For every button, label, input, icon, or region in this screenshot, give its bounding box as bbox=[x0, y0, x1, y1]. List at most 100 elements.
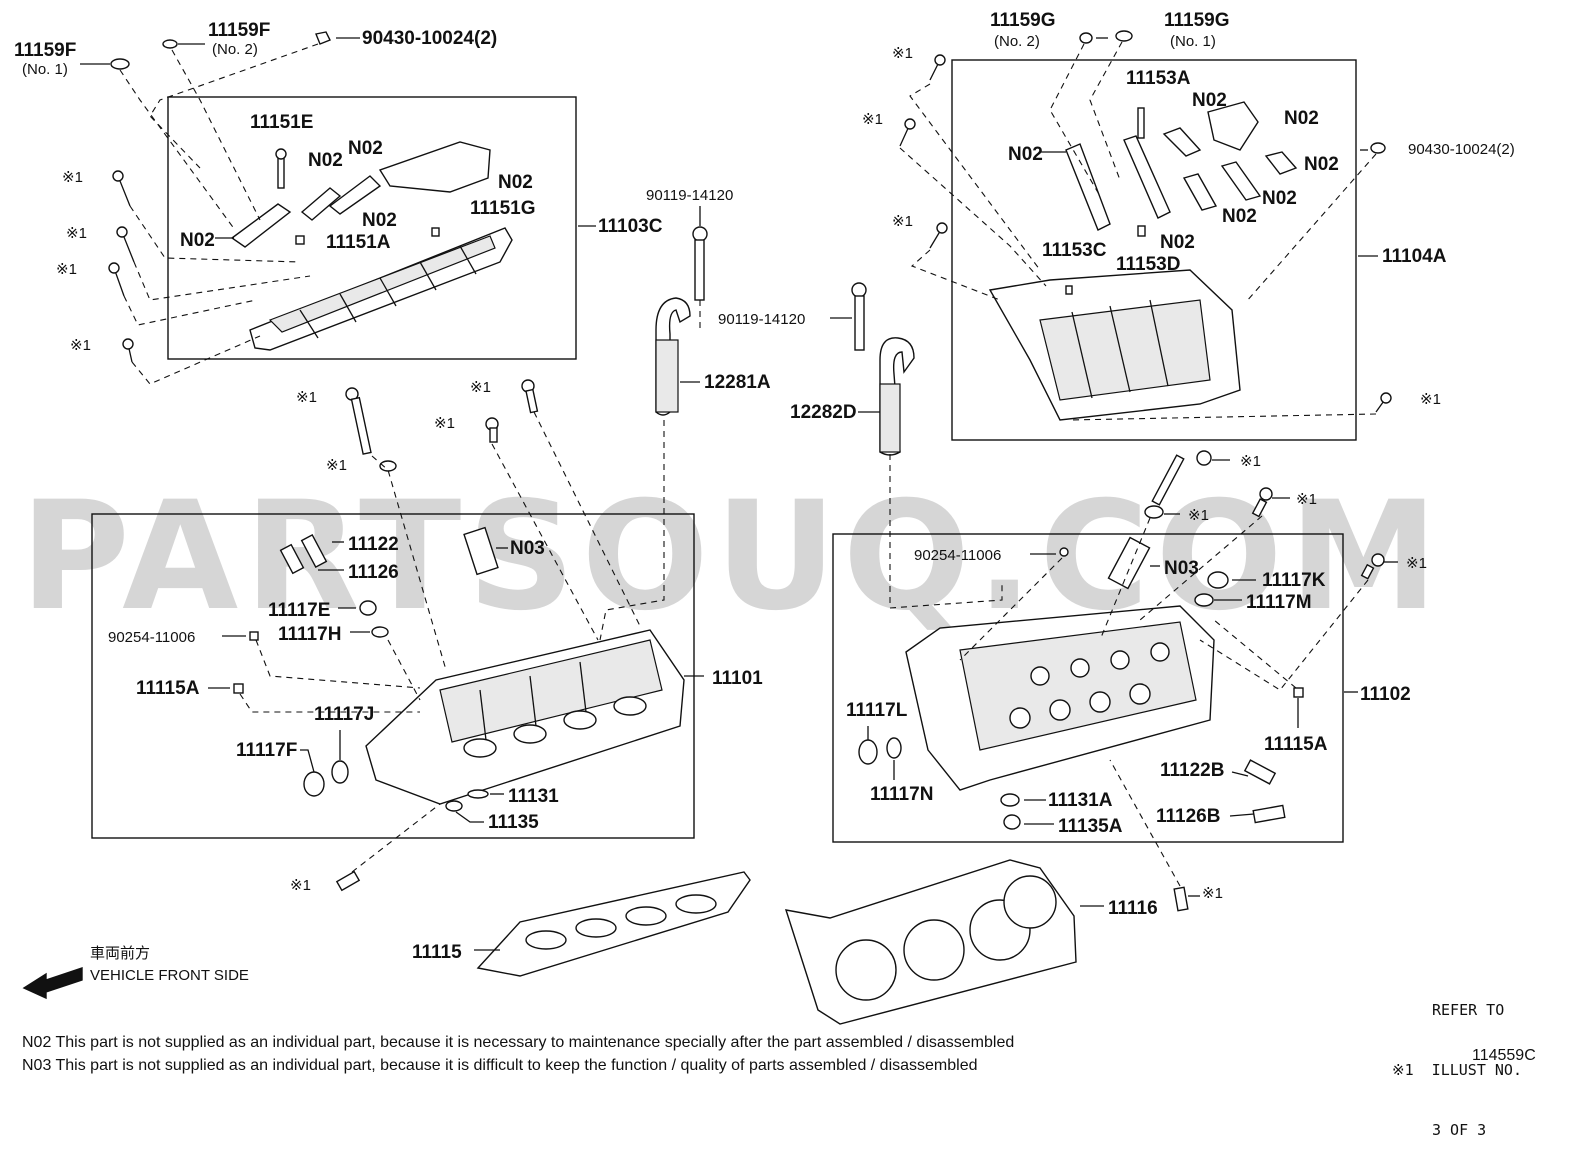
label-11153C: 11153C bbox=[1042, 240, 1107, 261]
cylinder-head-left bbox=[365, 629, 685, 805]
label-90254-left: 90254-11006 bbox=[108, 629, 195, 646]
label-mark1-j: ※1 bbox=[326, 457, 347, 474]
cylinder-head-right bbox=[905, 605, 1215, 791]
label-mark1-g: ※1 bbox=[892, 213, 913, 230]
label-11117F: 11117F bbox=[236, 740, 297, 761]
label-11159F-no1-sub: (No. 1) bbox=[22, 61, 68, 78]
label-mark1-c: ※1 bbox=[56, 261, 77, 278]
label-11115: 11115 bbox=[412, 942, 462, 963]
nut-90430-right bbox=[1370, 142, 1386, 154]
label-n02-b: N02 bbox=[348, 138, 383, 159]
refer-line3: 3 OF 3 bbox=[1432, 1121, 1487, 1139]
camshaft-housing-right bbox=[988, 101, 1298, 421]
label-n03-left: N03 bbox=[510, 538, 545, 559]
label-11126: 11126 bbox=[348, 562, 399, 583]
label-11159F-no2-sub: (No. 2) bbox=[212, 41, 258, 58]
washer-11159G-no2 bbox=[1079, 32, 1093, 44]
head-gasket-11115 bbox=[476, 871, 751, 977]
stud-90119-right bbox=[851, 282, 867, 351]
label-90254-right: 90254-11006 bbox=[914, 547, 1001, 564]
label-n02-e: N02 bbox=[180, 230, 215, 251]
label-11131A: 11131A bbox=[1048, 790, 1113, 811]
label-11117J: 11117J bbox=[314, 704, 374, 725]
footnote-n03: N03 This part is not supplied as an indi… bbox=[22, 1057, 978, 1074]
label-11122: 11122 bbox=[348, 534, 399, 555]
nut-90430-left bbox=[315, 31, 331, 45]
label-mark1-f: ※1 bbox=[862, 111, 883, 128]
label-11159G-no1: 11159G bbox=[1164, 10, 1230, 31]
camshaft-housing-left bbox=[230, 141, 513, 351]
label-11159F-no2: 11159F bbox=[208, 20, 270, 41]
mark1-bolts-left-head bbox=[335, 379, 539, 892]
label-11103C: 11103C bbox=[598, 216, 663, 237]
cylinder-head-right-box bbox=[832, 533, 1344, 843]
footnote-n02: N02 This part is not supplied as an indi… bbox=[22, 1034, 1015, 1051]
label-11117K: 11117K bbox=[1262, 570, 1326, 591]
label-mark1-b: ※1 bbox=[66, 225, 87, 242]
label-90430-left: 90430-10024(2) bbox=[362, 28, 497, 49]
label-11117N: 11117N bbox=[870, 784, 933, 805]
label-11131: 11131 bbox=[508, 786, 559, 807]
label-n02-d: N02 bbox=[362, 210, 397, 231]
label-n02-l: N02 bbox=[1160, 232, 1195, 253]
label-11135A: 11135A bbox=[1058, 816, 1123, 837]
label-12282D: 12282D bbox=[790, 402, 857, 423]
label-mark1-h: ※1 bbox=[1420, 391, 1441, 408]
refer-line1: REFER TO bbox=[1432, 1001, 1505, 1019]
label-11104A: 11104A bbox=[1382, 246, 1447, 267]
bolt-mark1-group-right bbox=[899, 54, 1392, 413]
label-11115A-left: 11115A bbox=[136, 678, 200, 699]
label-11151G: 11151G bbox=[470, 198, 536, 219]
label-11153A: 11153A bbox=[1126, 68, 1191, 89]
label-90430-right: 90430-10024(2) bbox=[1408, 141, 1515, 158]
parts-right-head bbox=[858, 450, 1385, 912]
watermark: PARTSOUQ.COM bbox=[20, 470, 1444, 644]
label-11117E: 11117E bbox=[268, 600, 330, 621]
washer-11159F-no2 bbox=[162, 39, 178, 49]
label-11159G-no2: 11159G bbox=[990, 10, 1056, 31]
label-12281A: 12281A bbox=[704, 372, 771, 393]
vehicle-front-arrow-icon bbox=[22, 967, 83, 1000]
label-mark1-r: ※1 bbox=[1202, 885, 1223, 902]
label-90119-b: 90119-14120 bbox=[718, 311, 805, 328]
label-11122B: 11122B bbox=[1160, 760, 1224, 781]
label-11117L: 11117L bbox=[846, 700, 908, 721]
label-mark1-o: ※1 bbox=[1188, 507, 1209, 524]
label-11116: 11116 bbox=[1108, 898, 1158, 919]
vehicle-front-japanese: 車両前方 bbox=[90, 945, 151, 962]
cylinder-head-exploded-diagram: PARTSOUQ.COM bbox=[14, 10, 1515, 1025]
label-n02-i: N02 bbox=[1304, 154, 1339, 175]
label-90119-a: 90119-14120 bbox=[646, 187, 733, 204]
label-11101: 11101 bbox=[712, 668, 763, 689]
hanger-12282D bbox=[879, 337, 915, 456]
label-11102: 11102 bbox=[1360, 684, 1411, 705]
refer-line2: ※1 ILLUST NO. bbox=[1392, 1061, 1522, 1079]
label-mark1-q: ※1 bbox=[1406, 555, 1427, 572]
label-mark1-a: ※1 bbox=[62, 169, 83, 186]
label-mark1-m: ※1 bbox=[290, 877, 311, 894]
label-11159G-no1-sub: (No. 1) bbox=[1170, 33, 1216, 50]
label-11117M: 11117M bbox=[1246, 592, 1312, 613]
label-11151E: 11151E bbox=[250, 112, 313, 133]
label-11159G-no2-sub: (No. 2) bbox=[994, 33, 1040, 50]
bolt-mark1-group-left bbox=[108, 170, 135, 363]
label-11117H: 11117H bbox=[278, 624, 341, 645]
label-mark1-k: ※1 bbox=[434, 415, 455, 432]
label-11151A: 11151A bbox=[326, 232, 391, 253]
label-11153D: 11153D bbox=[1116, 254, 1180, 275]
label-11159F-no1: 11159F bbox=[14, 40, 76, 61]
camshaft-housing-left-box bbox=[167, 96, 577, 360]
label-n02-c: N02 bbox=[498, 172, 533, 193]
label-mark1-e: ※1 bbox=[892, 45, 913, 62]
label-n02-h: N02 bbox=[1008, 144, 1043, 165]
label-n02-j: N02 bbox=[1262, 188, 1297, 209]
vehicle-front-english: VEHICLE FRONT SIDE bbox=[90, 967, 249, 984]
stud-90119-left bbox=[692, 226, 708, 328]
label-n02-f: N02 bbox=[1192, 90, 1227, 111]
label-mark1-p: ※1 bbox=[1296, 491, 1317, 508]
label-mark1-i: ※1 bbox=[296, 389, 317, 406]
label-11135: 11135 bbox=[488, 812, 539, 833]
head-gasket-11116 bbox=[784, 859, 1077, 1025]
label-mark1-l: ※1 bbox=[470, 379, 491, 396]
vehicle-front-note: 車両前方 VEHICLE FRONT SIDE bbox=[90, 943, 249, 987]
